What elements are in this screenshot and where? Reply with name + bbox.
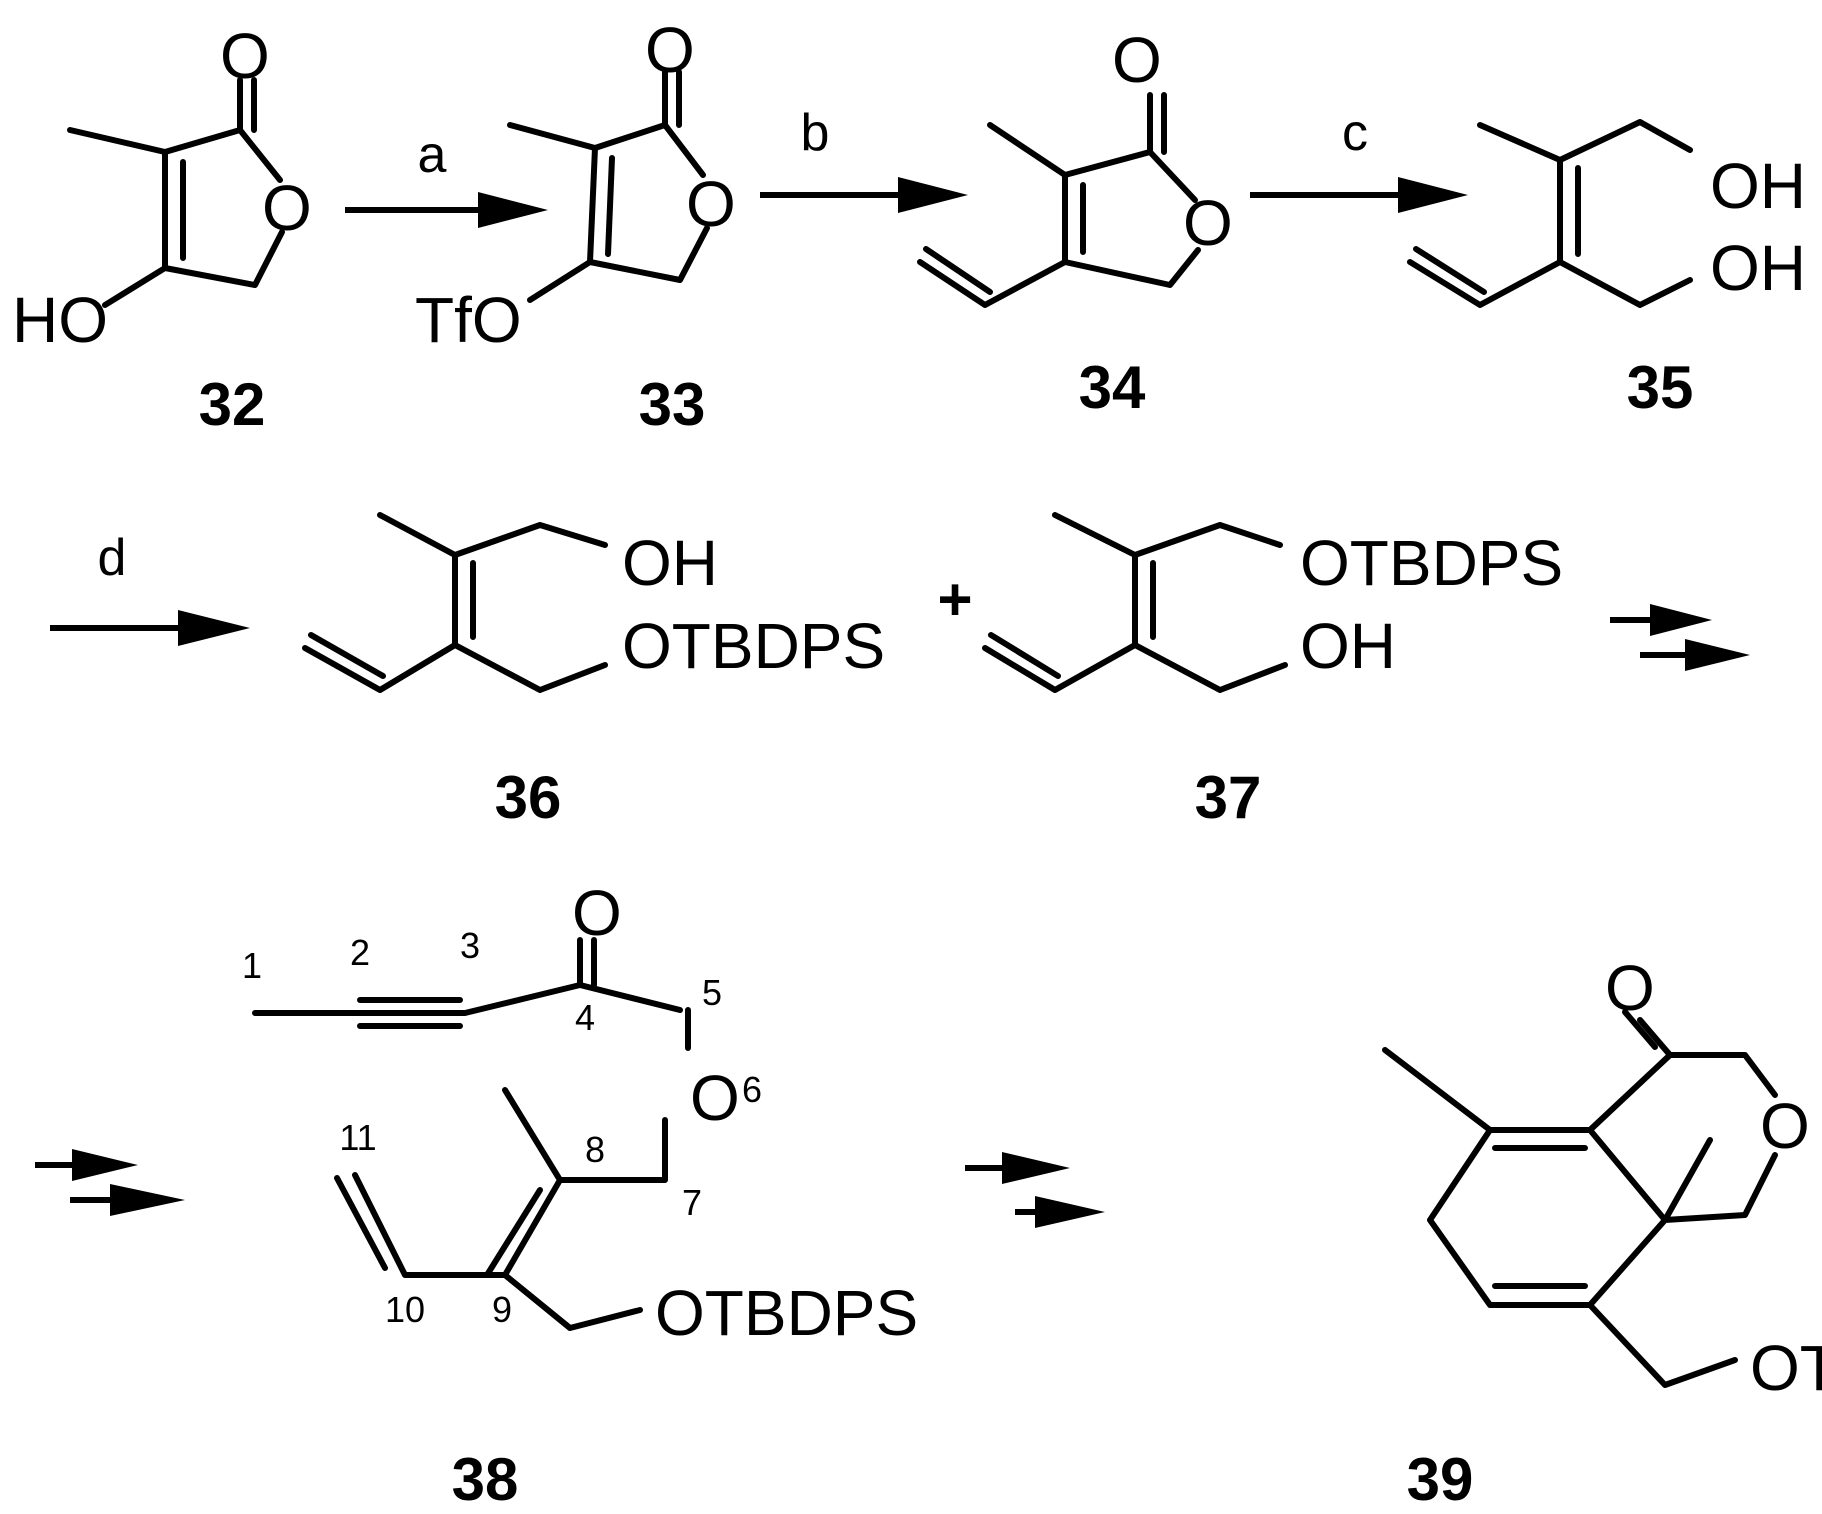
- c38-atom-number-1: 1: [242, 945, 262, 986]
- multistep-arrow-3-head-1: [1002, 1152, 1070, 1184]
- multistep-arrow-1: [1610, 604, 1750, 671]
- c33-ring-o: O: [686, 168, 736, 240]
- c35-bonds: [1407, 119, 1693, 308]
- multistep-arrow-3: [965, 1152, 1105, 1228]
- compound-33: O O TfO 33: [415, 14, 736, 438]
- c35-label: 35: [1627, 354, 1694, 421]
- arrow-b-head: [898, 177, 968, 213]
- c39-otbdps: OTBDPS: [1750, 1332, 1822, 1404]
- compound-35: OH OH 35: [1407, 119, 1806, 421]
- plus-sign: +: [937, 566, 972, 633]
- c35-oh-bottom: OH: [1710, 232, 1806, 304]
- c38-atom-number-9: 9: [492, 1289, 512, 1330]
- c38-atom-number-5: 5: [702, 972, 722, 1013]
- c38-otbdps: OTBDPS: [655, 1277, 918, 1349]
- arrow-a-head: [478, 192, 548, 228]
- multistep-arrow-2-head-1: [72, 1149, 138, 1181]
- c38-bonds: [252, 937, 691, 1331]
- c37-oh: OH: [1300, 610, 1396, 682]
- c38-atom-number-7: 7: [682, 1182, 702, 1223]
- multistep-arrow-3-head-2: [1035, 1196, 1105, 1228]
- c39-bonds: [1382, 1009, 1778, 1388]
- compound-32: O O HO 32: [12, 20, 312, 438]
- c38-atom-number-3: 3: [460, 925, 480, 966]
- c36-bonds: [302, 512, 608, 693]
- c33-oxo-o: O: [645, 14, 695, 86]
- reagent-b: b: [801, 104, 830, 162]
- c38-atom-number-10: 10: [385, 1289, 425, 1330]
- c38-atom-number-4: 4: [575, 997, 595, 1038]
- c33-triflate: TfO: [415, 284, 522, 356]
- compound-39: O O OTBDPS 39: [1382, 952, 1822, 1513]
- c37-label: 37: [1195, 764, 1262, 831]
- multistep-arrow-2: [35, 1149, 185, 1216]
- multistep-arrow-1-head-2: [1685, 639, 1750, 671]
- c32-oxo-o: O: [220, 20, 270, 92]
- c34-label: 34: [1079, 354, 1146, 421]
- c38-atom-number-6: 6: [742, 1069, 762, 1110]
- c34-ring-o: O: [1183, 187, 1233, 259]
- reagent-d: d: [98, 529, 127, 587]
- c37-bonds: [982, 512, 1288, 693]
- arrow-c-head: [1398, 177, 1468, 213]
- multistep-arrow-1-head-1: [1650, 604, 1712, 636]
- c36-oh: OH: [622, 527, 718, 599]
- c39-label: 39: [1407, 1446, 1474, 1513]
- c33-label: 33: [639, 371, 706, 438]
- reagent-c: c: [1342, 104, 1368, 162]
- c39-oxo-o: O: [1605, 952, 1655, 1024]
- arrow-d: d: [50, 529, 250, 646]
- c38-atom-number-11: 11: [339, 1117, 376, 1158]
- c38-label: 38: [452, 1446, 519, 1513]
- c35-oh-top: OH: [1710, 150, 1806, 222]
- arrow-b: b: [760, 104, 968, 213]
- c32-ring-o: O: [262, 172, 312, 244]
- arrow-a: a: [345, 126, 548, 228]
- compound-34: O O 34: [917, 24, 1233, 421]
- c38-ester-o: O: [690, 1062, 740, 1134]
- c32-label: 32: [199, 371, 266, 438]
- compound-36: OH OTBDPS 36: [302, 512, 885, 831]
- c38-atom-number-2: 2: [350, 932, 370, 973]
- c37-otbdps: OTBDPS: [1300, 527, 1563, 599]
- multistep-arrow-2-head-2: [110, 1184, 185, 1216]
- c33-bonds: [507, 69, 710, 303]
- reagent-a: a: [418, 126, 447, 184]
- c32-bonds: [67, 77, 285, 308]
- c38-oxo-o: O: [572, 877, 622, 949]
- c36-otbdps: OTBDPS: [622, 610, 885, 682]
- c38-atom-number-8: 8: [585, 1129, 605, 1170]
- arrow-d-head: [178, 610, 250, 646]
- c34-bonds: [917, 92, 1201, 308]
- c32-hydroxy: HO: [12, 284, 108, 356]
- c39-ring-o: O: [1760, 1090, 1810, 1162]
- compound-38: O O OTBDPS 1 2 3 4 5 6 7 8 9 10 11 38: [242, 877, 918, 1513]
- c36-label: 36: [495, 764, 562, 831]
- c34-oxo-o: O: [1112, 24, 1162, 96]
- arrow-c: c: [1250, 104, 1468, 213]
- compound-37: OTBDPS OH 37: [982, 512, 1563, 831]
